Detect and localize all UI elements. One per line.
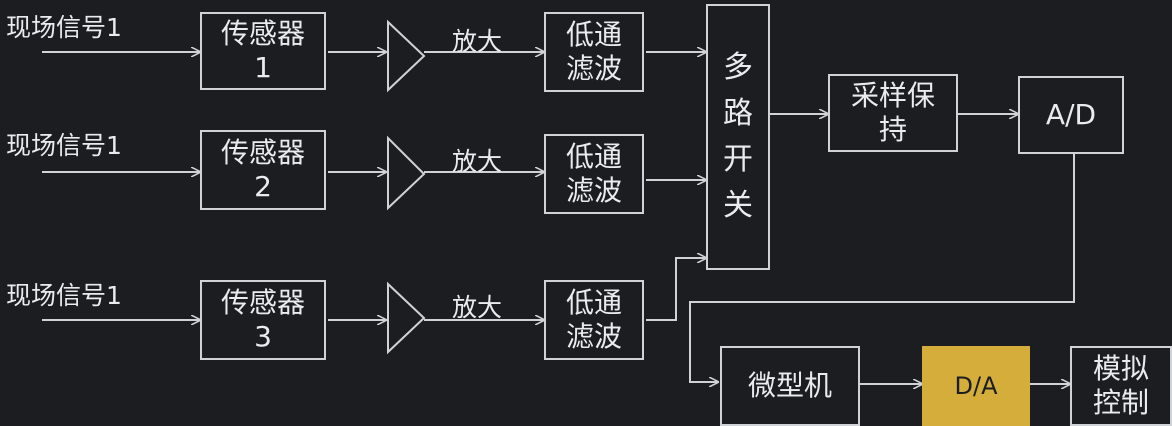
microcomputer-box: 微型机 bbox=[720, 346, 860, 426]
signal-label-3: 现场信号1 bbox=[6, 281, 122, 310]
amp-label-1: 放大 bbox=[452, 27, 503, 56]
amplifier-2 bbox=[387, 135, 426, 211]
amp-label-2: 放大 bbox=[452, 147, 503, 176]
sensor-box-1: 传感器 1 bbox=[200, 12, 326, 90]
signal-label-2: 现场信号1 bbox=[6, 131, 122, 160]
signal-label-1: 现场信号1 bbox=[6, 13, 122, 42]
lowpass-filter-box-1: 低通 滤波 bbox=[544, 12, 644, 92]
lowpass-filter-box-2: 低通 滤波 bbox=[544, 134, 644, 214]
analog-control-box: 模拟 控制 bbox=[1070, 346, 1172, 426]
wire-filter3-mux bbox=[646, 258, 706, 321]
amplifier-1 bbox=[387, 19, 426, 93]
multiplexer-box: 多 路 开 关 bbox=[706, 4, 770, 270]
amp-label-3: 放大 bbox=[452, 293, 503, 322]
sample-hold-box: 采样保 持 bbox=[828, 74, 958, 152]
wire-ad-micro bbox=[689, 154, 1075, 382]
sensor-box-3: 传感器 3 bbox=[200, 280, 326, 360]
sensor-box-2: 传感器 2 bbox=[200, 130, 326, 210]
ad-converter-box: A/D bbox=[1018, 76, 1124, 154]
lowpass-filter-box-3: 低通 滤波 bbox=[544, 280, 644, 360]
amplifier-3 bbox=[387, 281, 426, 355]
da-converter-box: D/A bbox=[922, 346, 1030, 426]
